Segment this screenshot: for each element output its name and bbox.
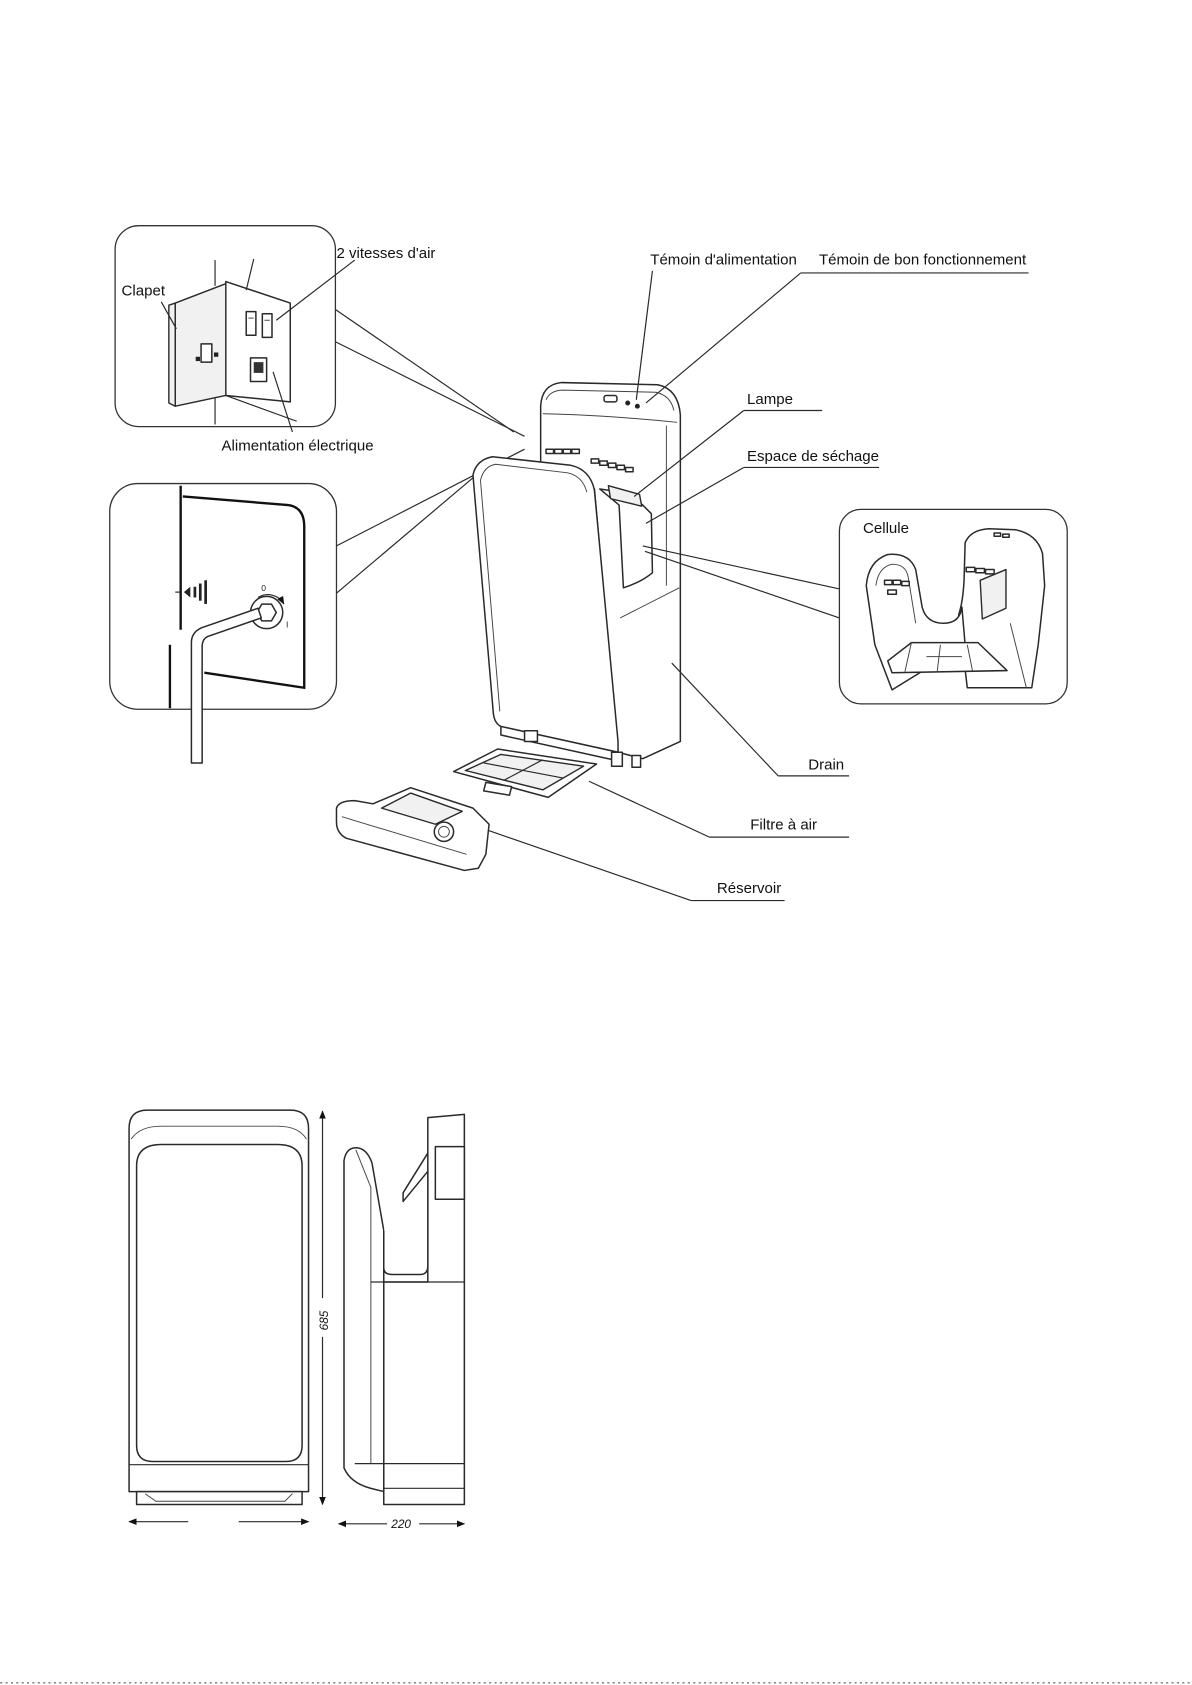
- front-elevation: 685: [129, 1110, 331, 1522]
- nozzle-9: [626, 467, 634, 471]
- label-clapet: Clapet: [122, 283, 166, 300]
- signal-bar-3: [204, 580, 207, 604]
- clapet-door-edge: [169, 303, 175, 406]
- nozzle-5: [591, 459, 599, 463]
- front-base: [137, 1492, 302, 1505]
- reservoir-tray: [336, 788, 489, 871]
- callout-connector-1a: [335, 309, 513, 432]
- cell-callout: Cellule: [643, 509, 1067, 704]
- nozzle-3: [563, 449, 571, 453]
- nozzle-4: [572, 449, 580, 453]
- label-air-speeds: 2 vitesses d'air: [336, 245, 435, 262]
- left-arm-light-1: [885, 580, 893, 584]
- nozzle-1: [546, 449, 554, 453]
- signal-bar-1: [194, 587, 197, 598]
- label-drying-space: Espace de séchage: [747, 448, 879, 465]
- leader-reservoir: [489, 831, 691, 901]
- right-arm-light-3: [986, 570, 995, 574]
- label-cell: Cellule: [863, 520, 909, 537]
- air-speed-switch-1: [246, 312, 256, 336]
- label-status-indicator: Témoin de bon fonctionnement: [819, 251, 1027, 268]
- label-reservoir: Réservoir: [717, 880, 781, 897]
- base-foot-left: [525, 731, 538, 742]
- left-arm-light-3: [902, 581, 910, 585]
- callout-connector-1b: [335, 342, 524, 437]
- base-foot-right: [612, 752, 623, 766]
- side-front-cover: [344, 1148, 384, 1492]
- nozzle-8: [617, 465, 625, 469]
- latch-pin-left: [196, 357, 200, 361]
- left-arm-light-4: [888, 590, 897, 594]
- reservoir-outlet: [434, 822, 453, 841]
- leader-drain: [672, 663, 778, 776]
- status-indicator-light: [635, 404, 640, 409]
- nozzle-7: [608, 463, 616, 467]
- label-power-indicator: Témoin d'alimentation: [650, 251, 797, 268]
- leader-air-filter: [589, 781, 709, 837]
- power-indicator-light: [625, 401, 630, 406]
- label-lamp: Lampe: [747, 391, 793, 408]
- right-arm-light-1: [966, 567, 975, 571]
- label-drain: Drain: [808, 756, 844, 773]
- air-filter: [454, 749, 597, 797]
- hand-dryer-unit: [336, 383, 680, 871]
- display-window: [604, 395, 617, 401]
- nozzle-6: [600, 461, 608, 465]
- front-cover-panel: [137, 1144, 302, 1461]
- label-air-filter: Filtre à air: [750, 817, 817, 834]
- label-power-supply: Alimentation électrique: [221, 437, 373, 454]
- callout-connector-2b: [336, 464, 489, 593]
- lock-callout: 0 I: [110, 449, 525, 763]
- signal-bar-2: [199, 584, 202, 601]
- right-arm-panel-1: [994, 533, 1000, 536]
- side-window: [435, 1147, 464, 1200]
- right-arm-panel-2: [1003, 534, 1009, 537]
- right-arm-light-2: [976, 568, 985, 572]
- air-speed-switch-2: [262, 314, 272, 338]
- leader-power-indicator: [636, 271, 652, 400]
- height-dimension-value: 685: [317, 1310, 331, 1330]
- base-foot-rear: [632, 755, 641, 767]
- nozzle-2: [555, 449, 563, 453]
- latch-pin-right: [214, 352, 218, 356]
- left-arm-light-2: [893, 580, 901, 584]
- control-panel-callout: Clapet 2 vitesses d'air Alimentation éle…: [115, 226, 524, 455]
- housing-panel: [226, 282, 290, 402]
- door-latch: [201, 344, 212, 362]
- side-hand-slot: [384, 1153, 428, 1274]
- side-elevation: 220: [339, 1114, 465, 1531]
- knob-on-mark: I: [286, 620, 288, 630]
- power-switch-rocker: [254, 362, 264, 373]
- knob-off-mark: 0: [261, 583, 266, 593]
- leader-status-indicator: [646, 273, 801, 403]
- depth-dimension-value: 220: [390, 1517, 411, 1531]
